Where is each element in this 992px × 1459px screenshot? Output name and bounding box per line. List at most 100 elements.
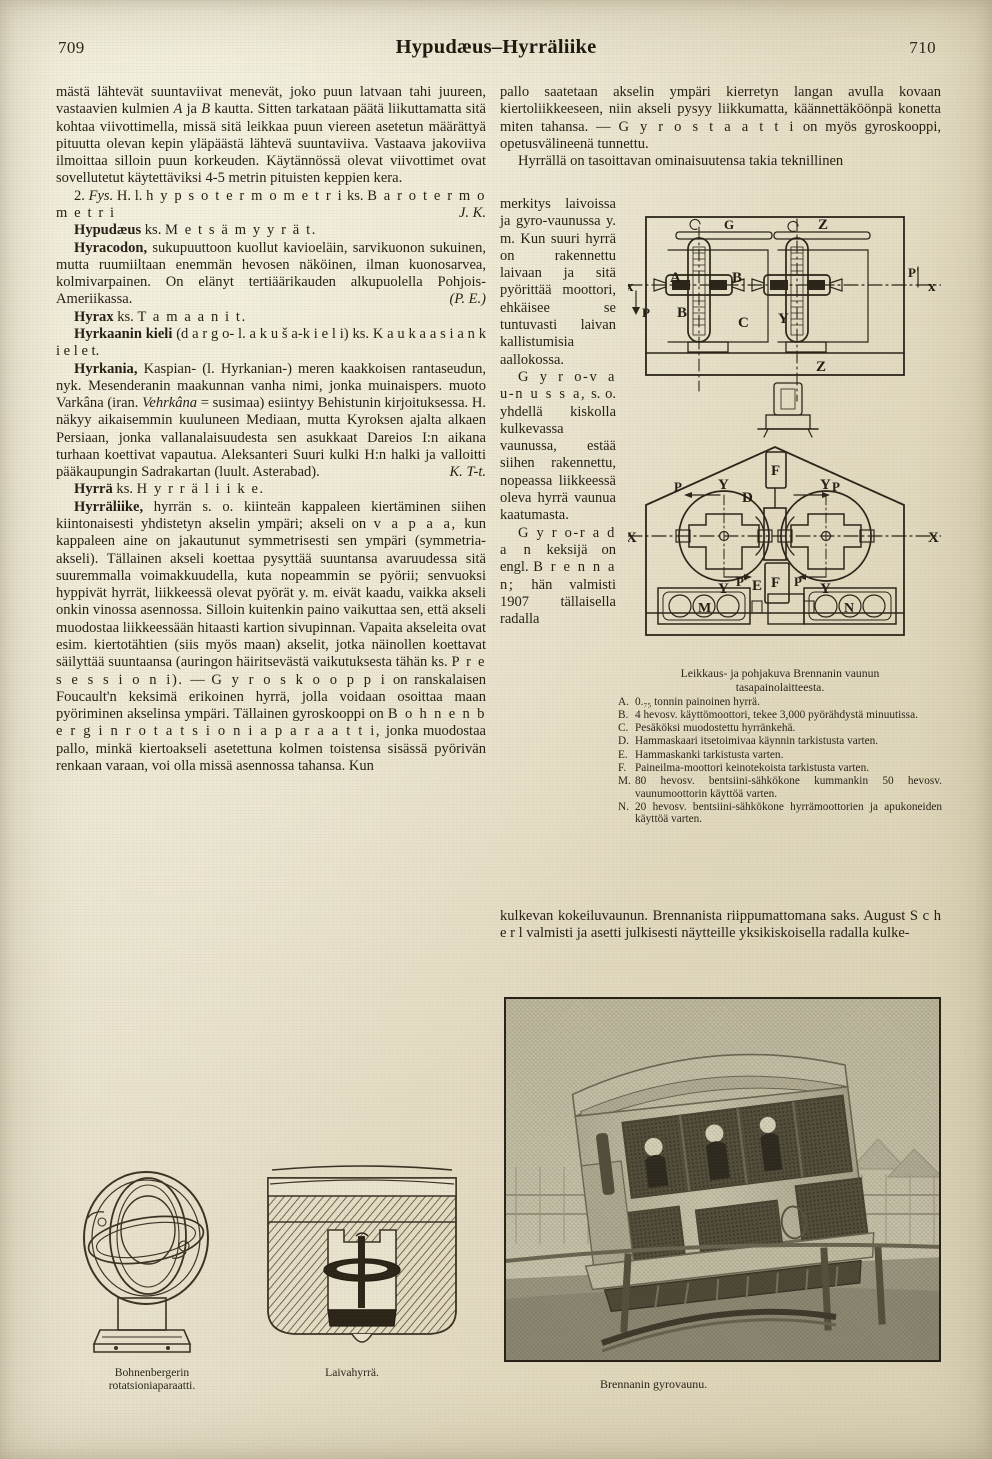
caption-bohnenberger: Bohnenbergerin rotatsioniaparaatti. (62, 1366, 242, 1392)
legend-text: 20 hevosv. bentsiini-sähkökone hyrrämoot… (635, 800, 942, 826)
photo-halftone-grain (506, 999, 939, 1360)
legend-item: N. 20 hevosv. bentsiini-sähkökone hyrräm… (618, 801, 942, 826)
entry-hyrraliike-spaced-1: v a p a a, (373, 516, 457, 533)
entry-hyrkaanin-ks: ks. (352, 325, 370, 342)
right-text-column-top: pallo saatetaan akselin ympäri kierretyn… (500, 84, 941, 170)
entry-hyrraliike-body-2: kun kappaleen aine on jakautunut symmetr… (56, 516, 487, 671)
entry-fys-ref: B a r o t e r m o m e t r i (56, 187, 486, 221)
diagram-label-Z-bottom: Z (816, 359, 826, 375)
para-1-italic-b: B (201, 101, 211, 118)
entry-hypudaeus-ref: M e t s ä m y y r ä t. (164, 222, 317, 239)
diagram-label-Y-tl: Y (718, 477, 729, 493)
entry-hyrax-ref: T a m a a n i t. (137, 308, 247, 325)
bohnenberger-apparatus-illustration (83, 1171, 209, 1353)
entry-hyracodon: Hyracodon, sukupuuttoon kuollut kavioelä… (56, 240, 486, 309)
diagram-label-Y-bl: Y (718, 581, 729, 597)
right-para-top-3: Hyrrällä on tasoittavan ominaisuutensa t… (518, 153, 844, 170)
narrow-wrapped-column: merkitys laivoissa ja gyro-vaunussa y. m… (500, 196, 616, 628)
diagram-label-F-bottom: F (771, 575, 780, 591)
right-para-top-2: on myös gyroskooppi, opetusvälineenä tun… (500, 118, 942, 152)
entry-hyrraliike-spaced-3: G y r o s k o o p p i (211, 671, 387, 688)
legend-item: A. 0.₇₅ tonnin painoinen hyrrä. (618, 696, 942, 709)
legend-text: 80 hevosv. bentsiini-sähkökone kummankin… (635, 774, 942, 800)
entry-hyrraliike: Hyrräliike, hyrrän s. o. kiinteän kappal… (56, 499, 486, 776)
entry-hyrax: Hyrax ks. T a m a a n i t. (56, 309, 486, 326)
diagram-label-C: C (738, 315, 749, 331)
right-para-top-1: pallo saatetaan akselin ympäri kierretyn… (500, 84, 941, 135)
legend-item: E. Hammaskanki tarkistusta varten. (618, 749, 942, 762)
entry-hypudaeus-headword: Hypudæus (74, 222, 142, 239)
caption-brennan-photo: Brennanin gyrovaunu. (600, 1377, 708, 1391)
right-paragraph-hyrralla: Hyrrällä on tasoittavan ominaisuutensa t… (500, 153, 941, 170)
entry-fys-signature: J. K. (458, 204, 486, 221)
narrow-text-1: merkitys laivoissa ja gyro-vaunussa y. m… (500, 196, 616, 368)
entry-hyrraliike-headword: Hyrräliike, (74, 498, 144, 515)
entry-hyrraliike-dash: — (190, 671, 205, 688)
legend-text: 0.₇₅ tonnin painoinen hyrrä. (635, 695, 760, 708)
entry-fys-spaced: h y p s o t e r m o m e t r i (146, 187, 344, 204)
diagram-label-P-right: P' (908, 265, 920, 280)
diagram-label-B-top: B (732, 270, 742, 286)
legend-key: N. (618, 800, 629, 813)
entry-fys-ks: ks. (346, 187, 364, 204)
right-paragraph-top: pallo saatetaan akselin ympäri kierretyn… (500, 84, 941, 153)
diagram-label-P-br: P (794, 574, 802, 589)
legend-key: E. (618, 748, 628, 761)
entry-hyrraliike-spaced-2: P r e s e s s i o n i). (56, 654, 487, 688)
entry-hypudaeus: Hypudæus ks. M e t s ä m y y r ä t. (56, 222, 486, 239)
legend-key: B. (618, 709, 629, 721)
diagram-label-x-left: x (628, 279, 634, 295)
entry-hyracodon-headword: Hyracodon, (74, 239, 148, 256)
narrow-spaced-3: B r e n n a n; (500, 559, 616, 593)
brennan-gyrocar-photograph (504, 997, 941, 1362)
para-1-italic-a: A (173, 101, 183, 118)
diagram-label-D: D (742, 490, 753, 506)
diagram-label-P-tr: P (832, 479, 840, 494)
legend-key: A. (618, 695, 629, 708)
diagram-label-P-left: P (642, 305, 650, 320)
diagram-label-P-tl: P (674, 479, 682, 494)
diagram-label-Y-tr: Y (820, 477, 831, 493)
diagram-label-Y-br: Y (820, 581, 831, 597)
diagram-label-x-right: x (928, 279, 936, 295)
narrow-text-4: hän valmisti 1907 tällaisella radalla (500, 576, 616, 628)
legend-item: D. Hammaskaari itsetoimivaa käynnin tark… (618, 735, 942, 748)
legend-key: F. (618, 761, 627, 774)
left-text-column: mästä lähtevät suuntaviivat menevät, jok… (56, 84, 486, 775)
diagram-label-M: M (698, 601, 711, 616)
entry-hyrra-body: ks. (116, 481, 133, 498)
paragraph-continuation: mästä lähtevät suuntaviivat menevät, jok… (56, 84, 486, 188)
diagram-label-N: N (844, 601, 854, 616)
diagram-label-X-right: X (928, 530, 939, 546)
entry-hyrra: Hyrrä ks. H y r r ä l i i k e. (56, 481, 486, 498)
entry-hyrkania-signature: K. T-t. (449, 464, 486, 481)
diagram-label-A: A (670, 270, 681, 286)
narrow-para-2: G y r o-v a u-n u s s a, s. o. yhdellä k… (500, 369, 616, 525)
bottom-left-figures (56, 1160, 486, 1365)
para-1-mid: ja (186, 101, 198, 118)
legend-item: F. Paineilma-moottori keinotekoista tark… (618, 762, 942, 775)
page-title: Hypudæus–Hyrräliike (395, 36, 597, 58)
right-para-top-spaced: G y r o s t a a t t i (618, 118, 796, 135)
entry-hyrraliike-body-1: hyrrän s. o. kiinteän kappaleen kiertämi… (56, 498, 486, 533)
legend-text: Hammaskanki tarkistusta varten. (635, 748, 784, 761)
photo-svg (506, 999, 939, 1360)
bottom-figures-svg (83, 1165, 457, 1353)
right-paragraph-bottom: kulkevan kokeiluvaunun. Brennanista riip… (500, 908, 941, 942)
entry-fys-abbr: Fys. (88, 187, 114, 204)
entry-hyrra-ref: H y r r ä l i i k e. (136, 481, 265, 498)
entry-hyrkaanin-kieli: Hyrkaanin kieli (d a r g o- l. a k u š a… (56, 326, 486, 361)
para-1-rest: kautta. Sitten tarkataan päätä liikuttam… (56, 101, 487, 187)
entry-hyrkania-headword: Hyrkania, (74, 360, 138, 377)
entry-hyrax-headword: Hyrax (74, 308, 114, 325)
diagram-label-Y-top: Y (778, 311, 789, 327)
entry-hyrkania-body-1: Kaspian- (l. Hyrkanian-) meren kaakkoise… (56, 360, 486, 412)
caption-bohnenberger-line-2: rotatsioniaparaatti. (108, 1379, 196, 1393)
ship-gyro-illustration (267, 1165, 457, 1343)
entry-hyrkaanin-headword: Hyrkaanin kieli (74, 325, 173, 342)
page-header: 709 Hypudæus–Hyrräliike 710 (56, 36, 936, 66)
diagram-label-G: G (724, 217, 734, 232)
legend-text: Pesäköksi muodostettu hyrränkehä. (635, 722, 796, 735)
entry-hyrkania: Hyrkania, Kaspian- (l. Hyrkanian-) meren… (56, 361, 486, 482)
entry-hyrax-body: ks. (117, 308, 134, 325)
